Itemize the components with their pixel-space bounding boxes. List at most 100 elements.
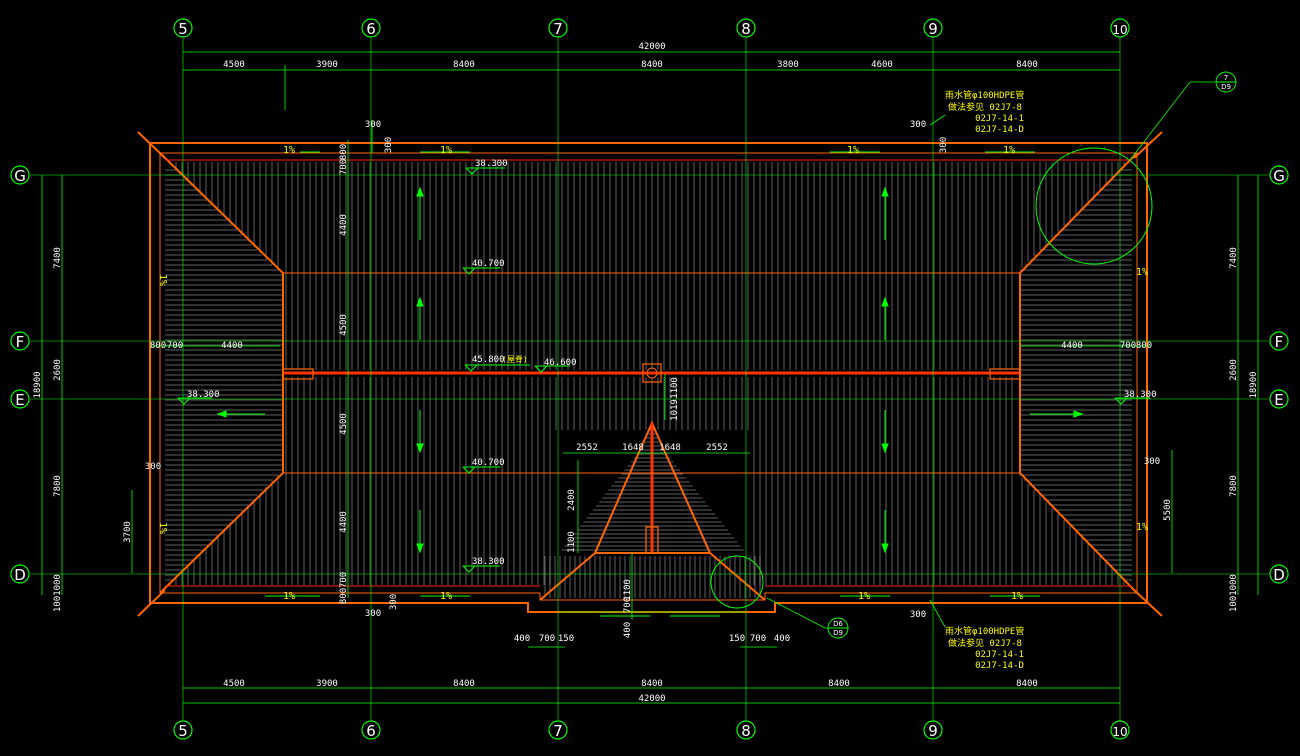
dim-mid-1648: 1648 [622, 443, 644, 453]
dim-right-700: 700 [1120, 341, 1136, 351]
dim-bot-400: 400 [514, 634, 530, 644]
slope-label: 1% [858, 591, 870, 602]
dim-right-800: 800 [1136, 341, 1152, 351]
dim-inner-v: 700 [339, 159, 349, 175]
note-line: 02J7-14-D [948, 125, 1024, 135]
slope-label: 1% [847, 145, 859, 156]
dim-left-total: 18900 [33, 371, 43, 398]
dim-right-seg: 1000 [1229, 574, 1239, 596]
slope-label: 1% [157, 274, 168, 286]
dimension-lines [41, 51, 1259, 704]
elev-bottom-eave: 38.300 [472, 557, 505, 567]
slope-label: 1% [283, 591, 295, 602]
dim-top-seg: 3800 [777, 60, 799, 70]
dim-mid-700: 700 [623, 597, 633, 613]
axis-right-D: D [1273, 566, 1285, 584]
dim-bottom-seg: 8400 [1016, 679, 1038, 689]
dim-inner-v: 700 [339, 572, 349, 588]
dim-right-5500: 5500 [1163, 499, 1173, 521]
dim-inner-v: 4400 [339, 511, 349, 533]
dim-mid-2400: 2400 [567, 489, 577, 511]
dim-inner-v: 800 [339, 144, 349, 160]
dim-left-seg: 2600 [53, 359, 63, 381]
dim-300: 300 [939, 137, 949, 153]
note-line: 做法参见 02J7-8 [948, 101, 1022, 113]
axis-bottom-10: 10 [1112, 725, 1127, 739]
dim-300: 300 [365, 609, 381, 619]
note-line: 雨水管φ100HDPE管 [945, 625, 1024, 637]
elevation-marks [177, 167, 1150, 573]
elevation-texts: 38.300 40.700 45.800 (屋脊) 46.600 38.300 … [187, 159, 1157, 567]
dim-300: 300 [389, 594, 399, 610]
axis-bubbles [10, 18, 1289, 740]
dim-right-seg: 7400 [1229, 247, 1239, 269]
dim-bottom-seg: 4500 [223, 679, 245, 689]
dim-mid-1100: 1100 [670, 377, 680, 399]
slope-label: 1% [1011, 591, 1023, 602]
dim-right-300: 300 [1144, 457, 1160, 467]
dim-mid-1019: 1019 [670, 399, 680, 421]
note-line: 雨水管φ100HDPE管 [945, 89, 1024, 101]
rain-pipe-note-bottom: 雨水管φ100HDPE管 做法参见 02J7-8 02J7-14-1 02J7-… [945, 625, 1024, 671]
axis-right-E: E [1274, 391, 1283, 409]
dim-right-total: 18900 [1249, 371, 1259, 398]
dim-300: 300 [910, 610, 926, 620]
dim-top-seg: 8400 [453, 60, 475, 70]
dim-left-800: 800 [150, 341, 166, 351]
axis-left-G: G [14, 167, 26, 185]
dim-bottom-seg: 8400 [453, 679, 475, 689]
dim-300: 300 [910, 120, 926, 130]
dim-left-3700: 3700 [123, 521, 133, 543]
roof-outline [137, 131, 1163, 617]
dim-300: 300 [365, 120, 381, 130]
eave-lines [165, 159, 1132, 587]
elev-ridge: 45.800 [472, 355, 505, 365]
axis-labels: 5 6 7 8 9 10 5 6 7 8 9 10 G F E D G F E … [14, 20, 1285, 740]
note-line: 做法参见 02J7-8 [948, 637, 1022, 649]
axis-top-7: 7 [553, 20, 563, 38]
rain-pipe-note-top: 雨水管φ100HDPE管 做法参见 02J7-8 02J7-14-1 02J7-… [945, 89, 1024, 135]
dim-inner-v: 4400 [339, 214, 349, 236]
dim-mid-2552: 2552 [706, 443, 728, 453]
axis-right-F: F [1275, 333, 1284, 351]
dim-mid-1100: 1100 [567, 531, 577, 553]
axis-grid-lines [30, 38, 1268, 720]
axis-top-5: 5 [178, 20, 188, 38]
elev-ridge-note: (屋脊) [502, 354, 528, 364]
dim-right-seg: 2600 [1229, 359, 1239, 381]
axis-top-8: 8 [741, 20, 751, 38]
dim-mid-2552: 2552 [576, 443, 598, 453]
slope-label: 1% [1136, 267, 1148, 278]
dim-bottom-total: 42000 [638, 694, 665, 704]
dim-right-seg: 100 [1229, 596, 1239, 612]
roof-tile-hatching [165, 160, 1132, 598]
dim-top-seg: 3900 [316, 60, 338, 70]
dim-mid-400: 400 [623, 622, 633, 638]
axis-top-10: 10 [1112, 23, 1127, 37]
dim-bottom-seg: 8400 [828, 679, 850, 689]
elev-upper-mid: 40.700 [472, 259, 505, 269]
dim-top-total: 42000 [638, 42, 665, 52]
dim-left-seg: 7800 [53, 475, 63, 497]
dim-bot-150: 150 [729, 634, 745, 644]
axis-top-6: 6 [366, 20, 376, 38]
dim-right-4400: 4400 [1061, 341, 1083, 351]
dim-mid-1100: 1100 [623, 579, 633, 601]
slope-label: 1% [283, 145, 295, 156]
dim-left-700: 700 [167, 341, 183, 351]
slope-label: 1% [1136, 522, 1148, 533]
slope-labels: 1% 1% 1% 1% 1% 1% 1% 1% 1% 1% 1% 1% [157, 145, 1148, 602]
dim-mid-1648: 1648 [659, 443, 681, 453]
detail-sheet: D9 [1221, 83, 1231, 91]
dim-left-seg: 1000 [53, 574, 63, 596]
elev-right-eave: 38.300 [1124, 390, 1157, 400]
axis-bottom-8: 8 [741, 722, 751, 740]
dim-top-seg: 4500 [223, 60, 245, 70]
axis-top-9: 9 [928, 20, 938, 38]
detail-callout-circles [710, 147, 1153, 609]
detail-num: 7 [1224, 74, 1228, 82]
axis-bottom-5: 5 [178, 722, 188, 740]
dim-top-seg: 8400 [641, 60, 663, 70]
slope-label: 1% [440, 145, 452, 156]
